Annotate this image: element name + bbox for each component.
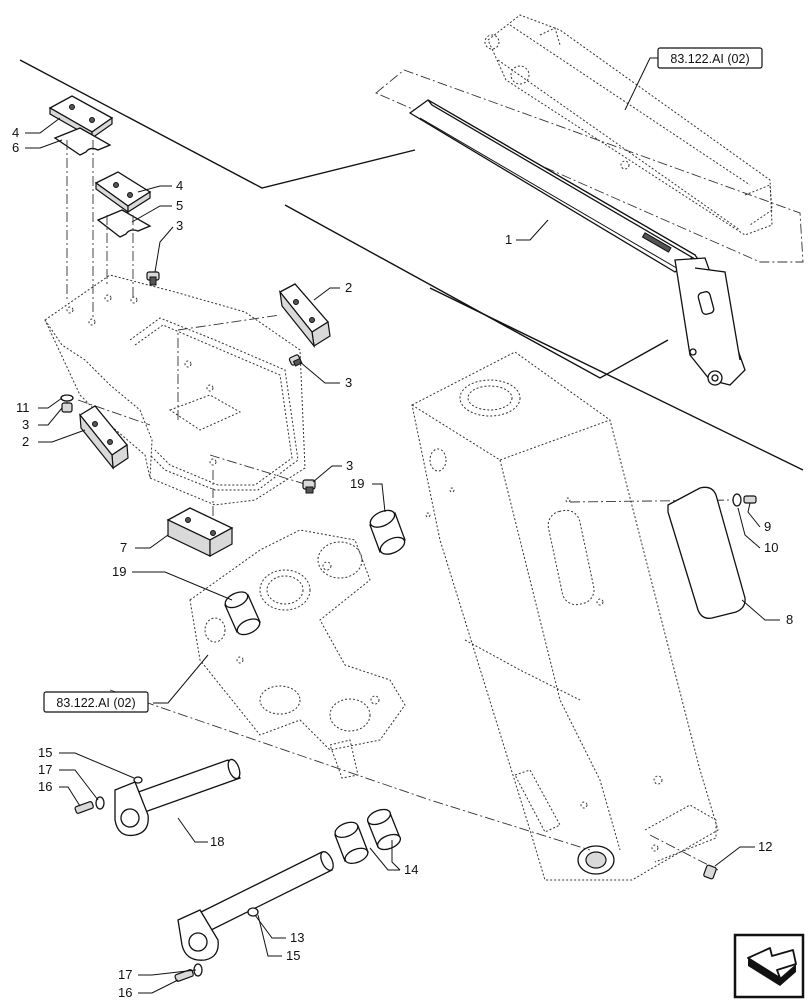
callout-3-top: 3	[176, 218, 183, 233]
callout-11: 11	[16, 400, 30, 415]
bracket-housing-ghost	[44, 274, 306, 506]
bolt-part-3-low	[302, 479, 316, 494]
pad-chain-lines	[66, 140, 134, 320]
callout-3-left: 3	[22, 417, 29, 432]
bushing-part-19-lower	[224, 591, 261, 636]
callout-4-upper: 4	[12, 125, 19, 140]
pad-bolt-part-3-top	[146, 271, 160, 286]
reference-label-left: 83.122.AI (02)	[56, 696, 135, 710]
main-boom-ghost	[411, 351, 719, 881]
bolt-part-16-upper	[74, 801, 94, 814]
callout-17-upper: 17	[38, 762, 52, 777]
callout-7: 7	[120, 540, 127, 555]
callout-2-left: 2	[22, 434, 29, 449]
callout-4-lower: 4	[176, 178, 183, 193]
callout-1: 1	[505, 232, 512, 247]
callout-10: 10	[764, 540, 778, 555]
lower-pad-part-4	[94, 171, 152, 214]
reference-box-top-right[interactable]: 83.122.AI (02)	[657, 47, 763, 69]
bolt-part-3-mid	[288, 354, 303, 367]
callout-3-mid: 3	[345, 375, 352, 390]
pin-part-18	[114, 758, 242, 837]
callout-17-lower: 17	[118, 967, 132, 982]
side-pad-part-2-left	[79, 405, 129, 470]
grease-fitting-part-12	[703, 864, 717, 880]
callout-9: 9	[764, 519, 771, 534]
callout-5: 5	[176, 198, 183, 213]
callout-6: 6	[12, 140, 19, 155]
boom-chain-lines	[109, 499, 736, 871]
callout-19-lower: 19	[112, 564, 126, 579]
cover-plate-part-8	[667, 486, 746, 619]
bushing-part-19-upper	[369, 509, 406, 555]
divider-lines	[19, 59, 804, 471]
callout-8: 8	[786, 612, 793, 627]
callout-14: 14	[404, 862, 418, 877]
callout-15-lower: 15	[286, 948, 300, 963]
bushing-part-14-a	[334, 821, 369, 864]
reference-label-top-right: 83.122.AI (02)	[670, 52, 749, 66]
callout-3-low: 3	[346, 458, 353, 473]
bolt-part-16-lower	[174, 969, 194, 982]
callout-19-upper: 19	[350, 476, 364, 491]
pin-part-13	[177, 851, 334, 961]
callout-16-upper: 16	[38, 779, 52, 794]
bolt-part-15-upper	[133, 776, 143, 784]
bushing-part-14-b	[366, 808, 402, 851]
washer-part-10	[732, 493, 742, 507]
callout-2-right: 2	[345, 280, 352, 295]
washer-part-11	[60, 394, 74, 413]
block-part-7	[166, 507, 234, 558]
lower-shim-part-5	[96, 209, 152, 238]
callout-13: 13	[290, 930, 304, 945]
callout-numbers: 4 6 4 5 3 2 3 11 3 2 3 19 7 19 1 9 10 8 …	[12, 125, 793, 1000]
bolt-part-9	[743, 495, 757, 504]
reference-box-left[interactable]: 83.122.AI (02)	[43, 691, 149, 713]
bolt-part-15-lower	[247, 907, 259, 917]
callout-16-lower: 16	[118, 985, 132, 1000]
leader-lines	[25, 57, 780, 994]
boom-bar-part-1	[408, 99, 746, 386]
side-pad-part-2-right	[279, 283, 331, 349]
callout-18: 18	[210, 834, 224, 849]
boom-ghost-outline	[375, 14, 804, 263]
pivot-bracket-ghost	[189, 529, 406, 779]
callout-15-upper: 15	[38, 745, 52, 760]
upper-shim-part-6	[53, 127, 112, 156]
nav-arrow-icon[interactable]	[733, 933, 805, 999]
callout-12: 12	[758, 839, 772, 854]
